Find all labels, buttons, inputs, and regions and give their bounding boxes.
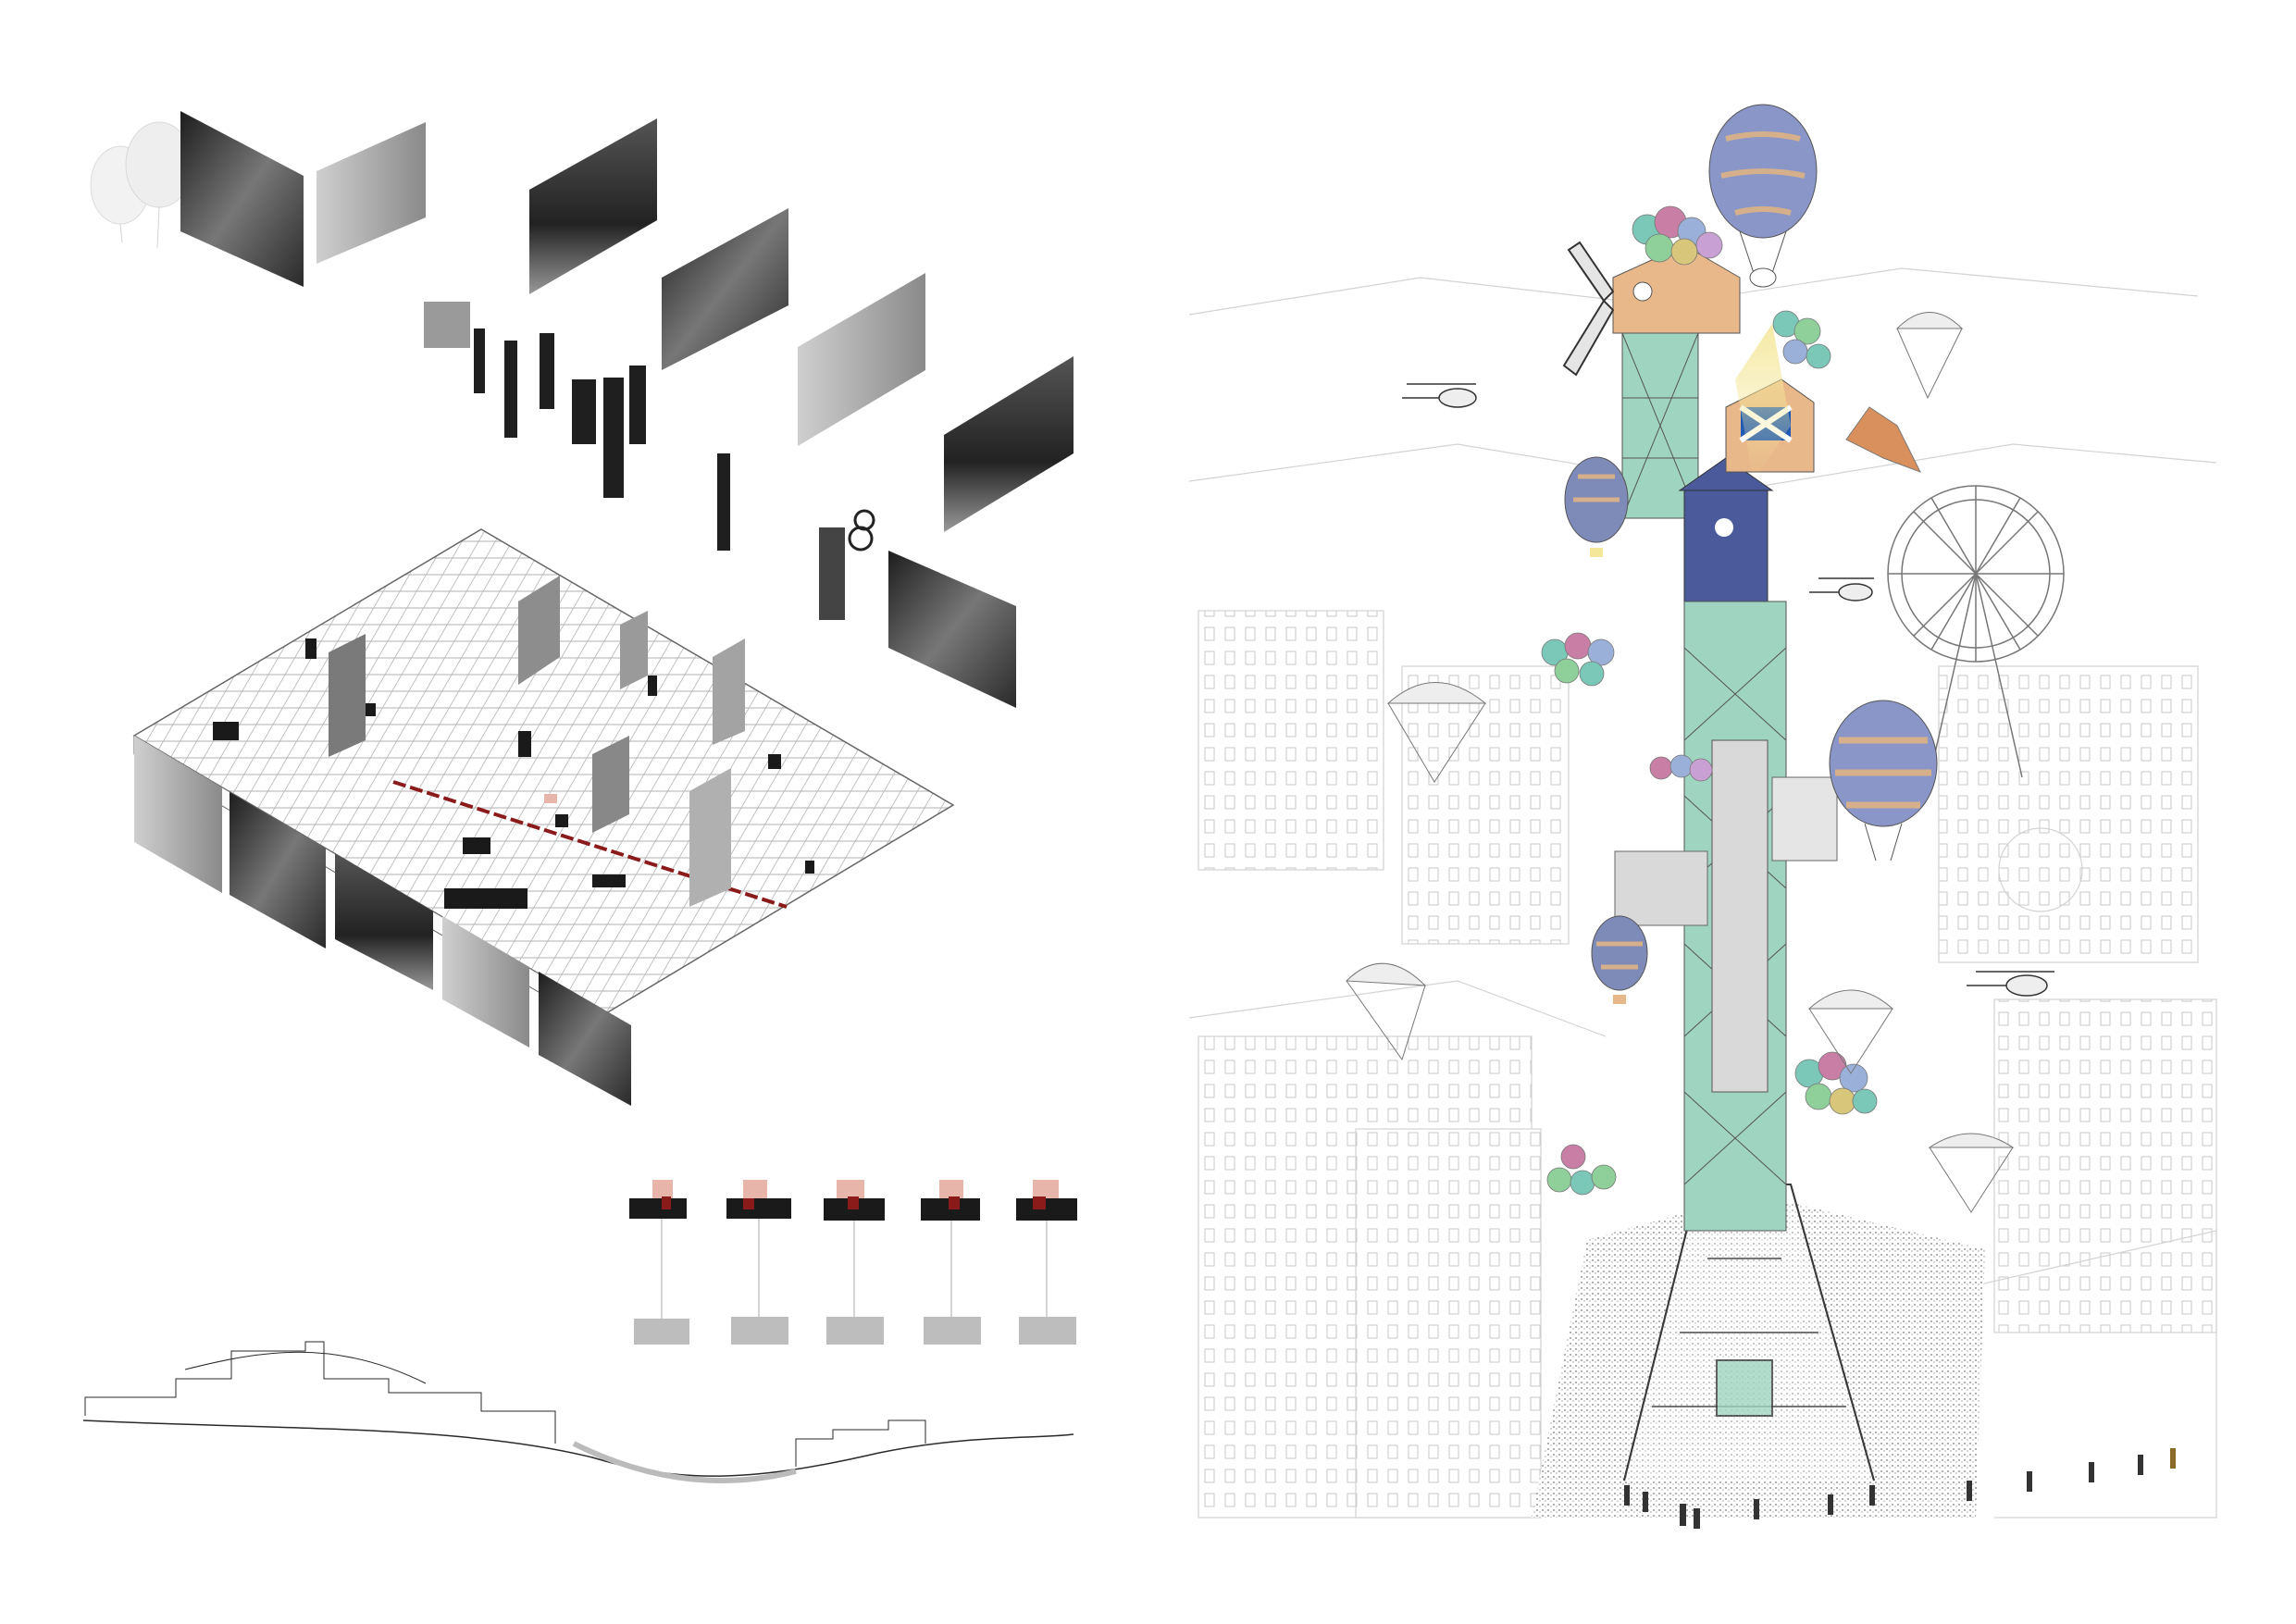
photo-panel-5 — [798, 273, 925, 446]
right-illustration-panel — [1180, 93, 2226, 1536]
helicopter-icon — [1402, 383, 2054, 997]
balloon-cluster-left — [1541, 632, 1615, 687]
left-collage-svg — [82, 111, 1077, 1483]
balloon-icon — [90, 121, 193, 249]
ferris-wheel-icon — [1887, 485, 2065, 778]
terrain-section — [82, 1341, 1074, 1483]
photo-panel-6 — [944, 356, 1074, 532]
right-illustration-svg — [1188, 104, 2226, 1529]
light-beam — [1735, 324, 1791, 481]
photo-panel-7 — [888, 551, 1016, 708]
isometric-city-map — [132, 528, 955, 1106]
photo-panel-2 — [316, 122, 426, 264]
diagram-sequence — [629, 1180, 1077, 1345]
left-collage-panel — [82, 111, 1077, 1483]
people-cutouts — [424, 302, 875, 620]
balloon-cluster-low-left — [1546, 1144, 1617, 1196]
hot-air-balloon-left — [1564, 456, 1629, 557]
hot-air-balloon-mid — [1829, 700, 1938, 862]
balloon-cluster-top — [1632, 205, 1723, 266]
person-icon — [1624, 1448, 2176, 1529]
parachute-icon — [1345, 312, 2015, 1213]
tower-structure — [1614, 332, 1838, 1232]
hot-air-balloon-small — [1591, 915, 1648, 1004]
crowd-plaza — [1532, 1194, 1985, 1518]
balloon-cluster-mid — [1649, 754, 1713, 782]
photo-panel-1 — [180, 111, 304, 287]
photo-panel-4 — [662, 208, 788, 370]
balloon-cluster-low-right — [1794, 1051, 1878, 1115]
photo-panel-3 — [529, 118, 657, 294]
kite-icon — [1845, 406, 1922, 473]
windmill-icon — [1562, 241, 1615, 377]
hot-air-balloon-large — [1708, 104, 1818, 288]
balloon-cluster-right — [1772, 310, 1831, 369]
